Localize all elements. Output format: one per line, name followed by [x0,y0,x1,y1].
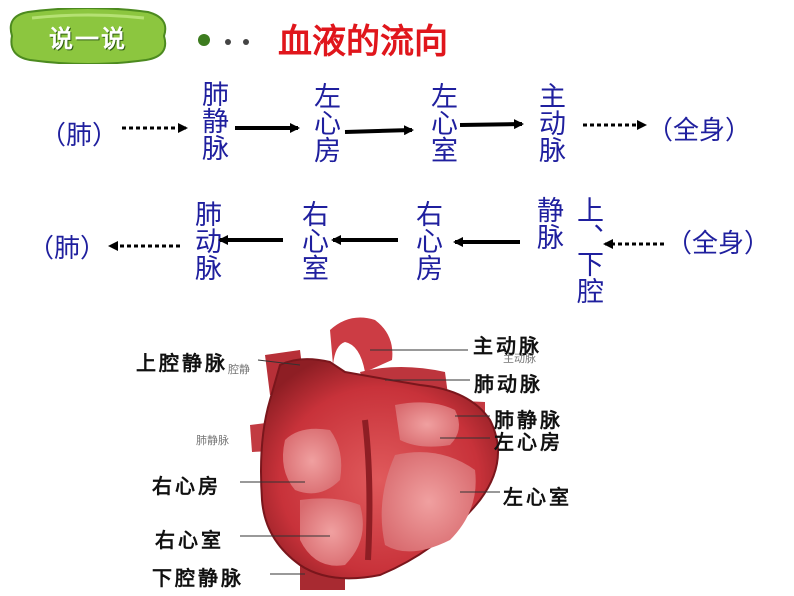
row1-node-pulmonary-vein: 肺静脉 [197,80,228,161]
row2-node-right-ventricle: 右心室 [297,200,328,281]
label-ivc: 下腔静脉 [152,566,244,590]
label-aorta: 主动脉 [473,334,542,358]
row2-end: （肺） [28,234,107,264]
aorta-vessel [330,317,393,372]
arrow-r1-4 [459,119,524,130]
row2-node-vena-a: 静脉 [532,196,563,250]
label-svc-small: 腔静 [228,363,250,376]
row2-node-pulmonary-artery: 肺动脉 [190,200,221,281]
label-rv: 右心室 [155,528,224,552]
row2-start: （全身） [666,229,771,259]
label-ra: 右心房 [152,474,221,498]
row1-node-left-atrium: 左心房 [309,82,340,163]
label-pa: 肺动脉 [474,372,543,396]
arrow-r1-3 [344,125,414,136]
right-atrium-cavity [282,428,342,494]
row2-node-vena-b: 上、下腔 [572,196,603,304]
row1-end: （全身） [647,116,752,146]
dots-icon [198,34,249,46]
septum [362,419,373,561]
label-svc: 上腔静脉 [136,351,228,375]
section-badge: 说一说 [6,7,170,65]
row1-start: （肺） [40,121,119,151]
row1-node-left-ventricle: 左心室 [426,82,457,163]
label-lv: 左心室 [503,485,572,509]
page-title: 血液的流向 [278,22,448,62]
label-la: 左心房 [494,430,563,454]
right-ventricle-cavity [300,498,363,566]
badge-shape-icon [9,7,167,65]
label-pv: 肺静脉 [494,408,563,432]
dot-separator [196,30,266,54]
left-ventricle-cavity [381,452,476,552]
label-pv-small: 肺静脉 [196,434,229,447]
row2-node-right-atrium: 右心房 [411,200,442,281]
badge-label: 说一说 [49,23,127,53]
left-atrium-cavity [395,402,459,447]
label-aorta-small: 主动脉 [503,352,536,365]
row1-node-aorta: 主动脉 [534,82,565,163]
